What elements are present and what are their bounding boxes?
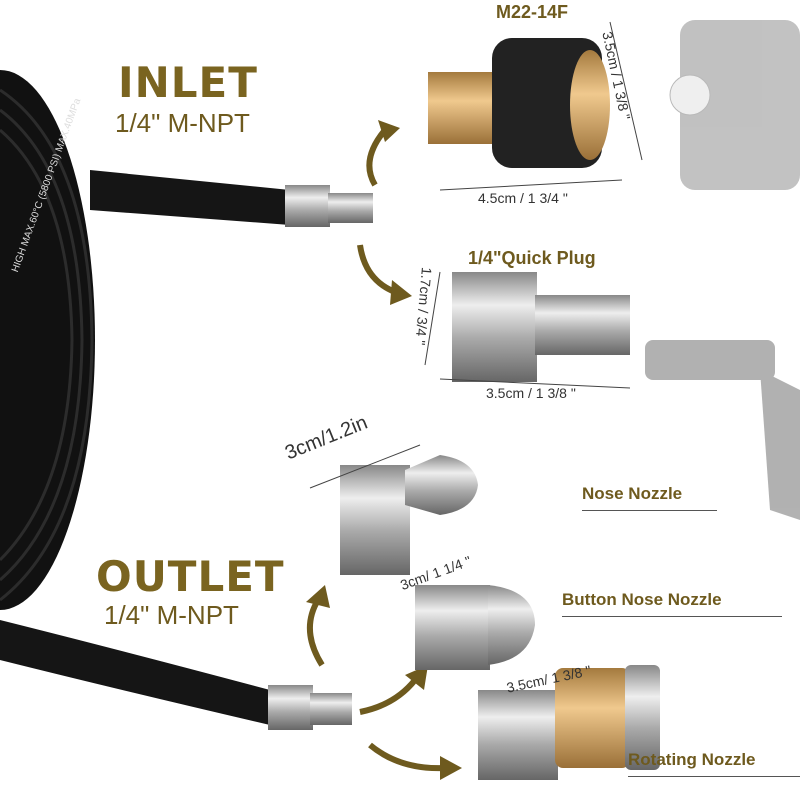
outlet-thread: 1/4" M-NPT [104,600,239,630]
hose-coil [0,70,95,610]
rotating-nozzle-label: Rotating Nozzle [628,750,800,777]
m22-fitting-image [428,38,610,168]
inlet-thread: 1/4" M-NPT [115,108,250,138]
inlet-hose [90,170,290,225]
m22-label: M22-14F [496,2,569,22]
outlet-title: OUTLET [96,552,285,601]
rotating-nozzle-image [478,665,660,780]
inlet-title: INLET [118,58,258,107]
quick-plug-width: 3.5cm / 1 3/8 " [486,385,576,401]
inlet-fitting [285,185,330,227]
arrows [306,120,462,780]
outlet-hose [0,620,270,725]
button-nose-nozzle-image [415,585,535,670]
m22-width: 4.5cm / 1 3/4 " [478,190,568,206]
button-nose-nozzle-label: Button Nose Nozzle [562,590,782,617]
quick-plug-label: 1/4"Quick Plug [468,248,596,268]
outlet-fitting [268,685,313,730]
nose-nozzle-label: Nose Nozzle [582,484,717,511]
pressure-washer-background [645,20,800,520]
nose-nozzle-image [340,455,478,575]
quick-plug-image [452,272,630,382]
